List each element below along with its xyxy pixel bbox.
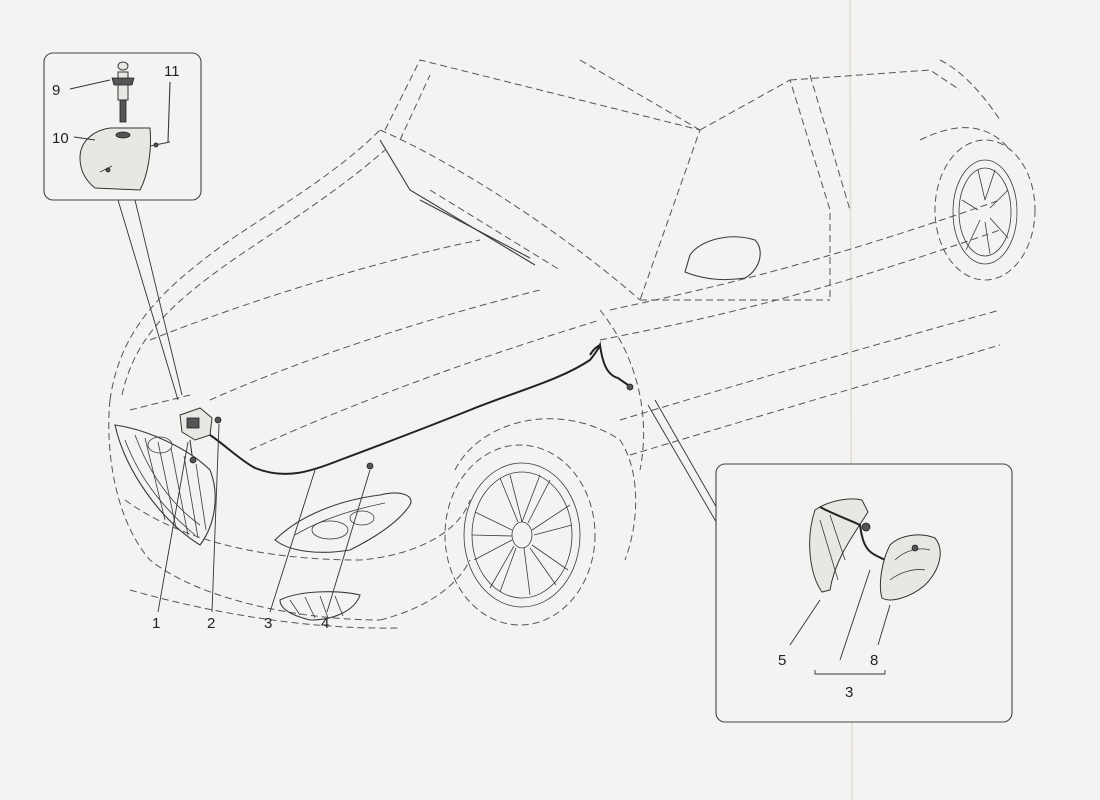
callout-4: 4 xyxy=(321,615,329,632)
callout-5: 5 xyxy=(778,652,786,669)
inset-detail-bottom-right xyxy=(647,399,1013,723)
front-grille xyxy=(114,424,216,546)
screw-2 xyxy=(214,416,222,424)
callout-9: 9 xyxy=(52,82,60,99)
bonnet-release-cable xyxy=(209,341,634,475)
callout-8: 8 xyxy=(870,652,878,669)
screw-4 xyxy=(366,462,374,470)
callout-10: 10 xyxy=(52,130,69,147)
main-callout-leaders xyxy=(157,423,371,613)
rear-wheel xyxy=(934,139,1036,281)
callout-11: 11 xyxy=(164,63,180,80)
callout-2: 2 xyxy=(207,615,215,632)
latch-assembly-on-car xyxy=(179,407,213,464)
front-wheel xyxy=(444,444,596,626)
callout-3: 3 xyxy=(264,615,272,632)
lower-air-intake xyxy=(279,591,361,621)
headlight xyxy=(274,492,412,553)
inset-detail-top-left xyxy=(43,52,202,401)
callout-3-inset: 3 xyxy=(845,684,853,701)
car-outline xyxy=(108,59,1011,629)
callout-1: 1 xyxy=(152,615,160,632)
